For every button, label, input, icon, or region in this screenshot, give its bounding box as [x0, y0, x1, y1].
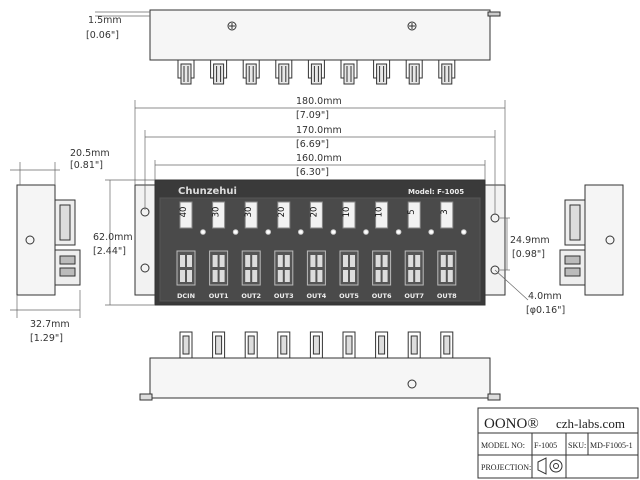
- fuse-slot: 10: [375, 201, 402, 235]
- anderson-connector: [241, 250, 261, 286]
- fuse-rating-label: 20: [309, 207, 319, 218]
- dim-hole-dia-mm: 4.0mm: [528, 291, 562, 302]
- port-label: OUT3: [274, 292, 294, 300]
- port-label: OUT2: [241, 292, 261, 300]
- dim-height-in: [2.44"]: [93, 246, 126, 257]
- fuse-rating-label: 30: [212, 207, 222, 218]
- fuse-rating-label: 5: [407, 209, 417, 214]
- fuse-rating-label: 10: [342, 207, 352, 218]
- bottom-connector: [375, 331, 389, 359]
- dim-top-thickness-mm: 1.5mm: [88, 15, 122, 26]
- anderson-connector: [372, 250, 392, 286]
- screw-icon: [407, 379, 417, 389]
- top-connector: [405, 59, 423, 85]
- top-connector: [340, 59, 358, 85]
- anderson-connector: [176, 250, 196, 286]
- fuse-rating-label: 40: [179, 207, 189, 218]
- fuse-slot: 20: [277, 201, 304, 235]
- fuse-slot: 5: [407, 201, 435, 235]
- fuse-slot: 30: [212, 201, 239, 235]
- dim-depth-side-mm: 20.5mm: [70, 148, 110, 159]
- fuse-rating-label: 10: [375, 207, 385, 218]
- bottom-view: [139, 331, 501, 401]
- title-block: OONO® czh-labs.com MODEL NO: F-1005 SKU:…: [477, 407, 639, 479]
- port-label: OUT1: [209, 292, 229, 300]
- dim-top-thickness-in: [0.06"]: [86, 30, 119, 41]
- bottom-connector: [407, 331, 421, 359]
- fuse-slot: 20: [309, 201, 337, 235]
- bottom-connector: [440, 331, 454, 359]
- anderson-connector: [306, 250, 326, 286]
- fuse-rating-label: 30: [244, 207, 254, 218]
- panel-model-label: Model: F-1005: [408, 188, 464, 196]
- fuse-rating-label: 20: [277, 207, 287, 218]
- anderson-connector: [404, 250, 424, 286]
- dimension-lines: [10, 11, 529, 318]
- bottom-connector: [309, 331, 323, 359]
- top-connector: [242, 59, 260, 85]
- fuse-slot: 40: [179, 201, 206, 235]
- dim-width-outer-mm: 180.0mm: [296, 96, 342, 107]
- top-view: [149, 9, 501, 85]
- bottom-connector: [179, 331, 193, 359]
- top-connector: [438, 59, 456, 85]
- anderson-connector: [437, 250, 457, 286]
- anderson-connector: [339, 250, 359, 286]
- dim-hole-dia-in: [φ0.16"]: [526, 305, 565, 316]
- dim-width-inner-in: [6.30"]: [296, 167, 329, 178]
- port-label: OUT5: [339, 292, 359, 300]
- left-side-view: [16, 184, 81, 296]
- dim-depth-side-in: [0.81"]: [70, 160, 103, 171]
- bottom-connector: [342, 331, 356, 359]
- fuse-slot: 30: [244, 201, 272, 235]
- projection-icon: [537, 457, 563, 475]
- fuse-rating-label: 3: [440, 209, 450, 214]
- port-label: OUT4: [307, 292, 327, 300]
- title-model-label: MODEL NO:: [481, 441, 525, 450]
- dim-hole-spacing-in: [0.98"]: [512, 249, 545, 260]
- top-connector: [275, 59, 293, 85]
- bottom-connector: [277, 331, 291, 359]
- dim-width-outer-in: [7.09"]: [296, 110, 329, 121]
- title-website: czh-labs.com: [556, 416, 625, 431]
- screw-icon: [407, 21, 417, 31]
- fuse-slot: 3: [440, 201, 467, 235]
- title-sku-value: MD-F1005-1: [590, 441, 633, 450]
- dimension-texts: 1.5mm [0.06"] 180.0mm [7.09"] 170.0mm [6…: [30, 15, 565, 344]
- dim-hole-spacing-mm: 24.9mm: [510, 235, 550, 246]
- dim-side-depth-mm: 32.7mm: [30, 319, 70, 330]
- top-connector: [307, 59, 325, 85]
- top-connector: [210, 59, 228, 85]
- bottom-connector: [212, 331, 226, 359]
- fuse-slot: 10: [342, 201, 369, 235]
- top-connector: [177, 59, 195, 85]
- right-side-view: [559, 184, 624, 296]
- dim-width-mid-in: [6.69"]: [296, 139, 329, 150]
- screw-icon: [227, 21, 237, 31]
- dim-width-mid-mm: 170.0mm: [296, 125, 342, 136]
- title-projection-label: PROJECTION:: [481, 463, 531, 472]
- anderson-connector: [209, 250, 229, 286]
- dim-height-mm: 62.0mm: [93, 232, 133, 243]
- dim-width-inner-mm: 160.0mm: [296, 153, 342, 164]
- title-brand: OONO®: [484, 416, 539, 432]
- bottom-connector: [244, 331, 258, 359]
- port-label: OUT8: [437, 292, 457, 300]
- top-connector: [373, 59, 391, 85]
- title-sku-label: SKU:: [568, 441, 586, 450]
- dim-side-depth-in: [1.29"]: [30, 333, 63, 344]
- port-label: OUT7: [404, 292, 424, 300]
- port-label: DCIN: [177, 292, 195, 300]
- brand-label: Chunzehui: [178, 186, 237, 197]
- port-label: OUT6: [372, 292, 392, 300]
- anderson-connector: [274, 250, 294, 286]
- title-model-value: F-1005: [534, 441, 557, 450]
